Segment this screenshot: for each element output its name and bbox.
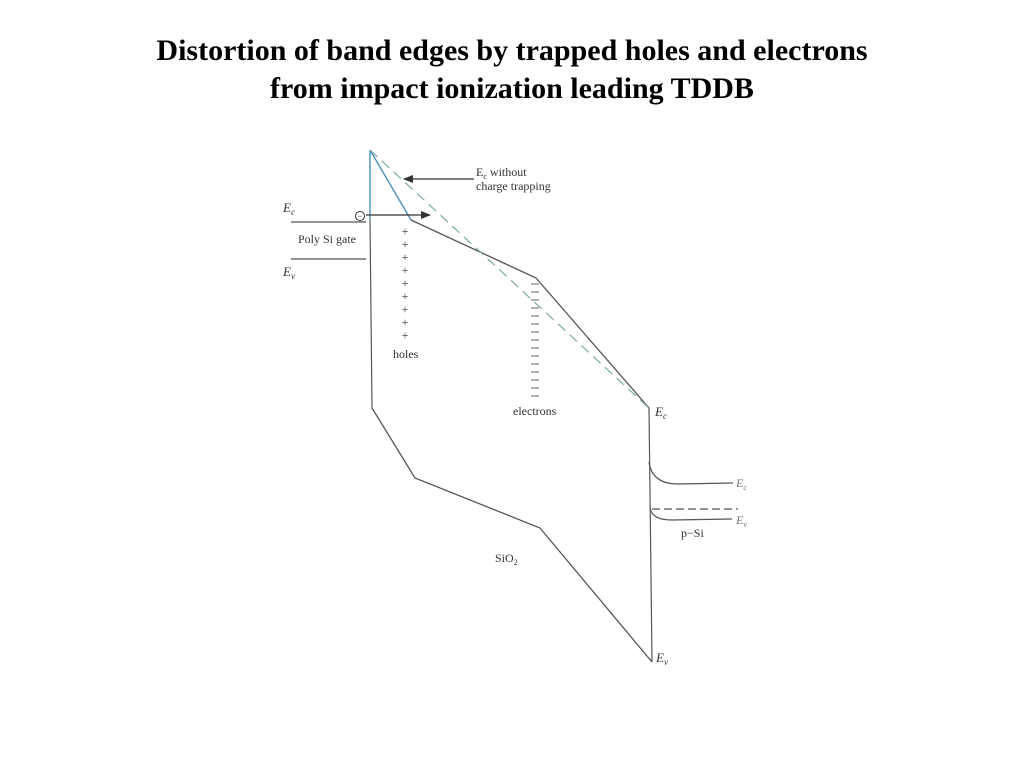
gate-ec-label: Ec (282, 200, 295, 217)
substrate-interface-line (648, 407, 653, 663)
title-line-1: Distortion of band edges by trapped hole… (156, 34, 868, 67)
oxide-ev-line (371, 407, 653, 663)
hole-plus: + (402, 263, 409, 277)
si-ec-curve (648, 461, 734, 485)
poly-si-gate-label: Poly Si gate (298, 232, 356, 246)
gate-ev-label: Ev (282, 264, 295, 281)
oxide-ev-label: Ev (655, 650, 668, 667)
p-si-label: p−Si (681, 526, 704, 540)
hole-plus: + (402, 224, 409, 238)
electron-minus-sign: − (357, 211, 362, 221)
si-ev-label: Ev (735, 513, 747, 529)
trapped-holes-group: + + + + + + + + + (402, 224, 409, 342)
hole-plus: + (402, 237, 409, 251)
gate-interface-line (369, 219, 373, 409)
hole-plus: + (402, 302, 409, 316)
electron-circle-icon (355, 211, 365, 221)
holes-label: holes (393, 347, 419, 361)
oxide-ec-trapped-line (410, 219, 650, 409)
ec-without-label-line2: charge trapping (476, 179, 551, 193)
oxide-ec-label: Ec (654, 404, 667, 421)
electrons-label: electrons (513, 404, 557, 418)
si-ec-label: Ec (735, 476, 747, 492)
hole-plus: + (402, 276, 409, 290)
hole-plus: + (402, 328, 409, 342)
si-ev-curve (649, 507, 733, 521)
sio2-label: SiO2 (495, 551, 518, 567)
hole-plus: + (402, 289, 409, 303)
ec-without-label-line1: Ec without (476, 165, 527, 181)
trapped-electrons-group (531, 283, 539, 397)
title-line-2: from impact ionization leading TDDB (270, 72, 754, 105)
steep-ec-blue (369, 149, 412, 221)
hole-plus: + (402, 250, 409, 264)
slide-title: Distortion of band edges by trapped hole… (0, 32, 1024, 108)
hole-plus: + (402, 315, 409, 329)
